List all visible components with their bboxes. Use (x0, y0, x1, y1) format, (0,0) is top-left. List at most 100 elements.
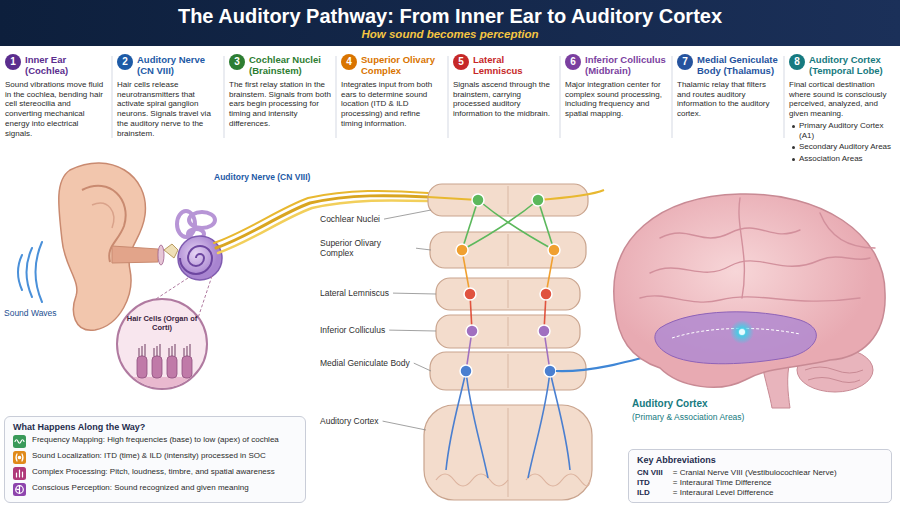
step-panel: 4Superior Olivary ComplexIntegrates inpu… (338, 52, 446, 131)
brain-illustration (650, 257, 870, 273)
brain-illustration (739, 329, 745, 335)
legend-text: Frequency Mapping: High frequencies (bas… (32, 435, 279, 445)
title-band (0, 0, 900, 46)
legend-icon (15, 440, 24, 444)
legend-icon (13, 467, 26, 480)
brain-illustration (614, 194, 885, 387)
box-title: Key Abbreviations (637, 455, 883, 465)
step-title: Lateral Lemniscus (473, 54, 555, 77)
sound-waves (18, 255, 22, 290)
ear-illustration (112, 246, 158, 263)
sound-waves (36, 242, 43, 302)
relay-dot (472, 194, 484, 206)
slice-midline (508, 186, 509, 497)
step-title: Superior Olivary Complex (361, 54, 443, 77)
step-header: 2Auditory Nerve (CN VIII) (117, 54, 219, 77)
hair-cell-inset (169, 348, 170, 356)
legend-box: What Happens Along the Way? Frequency Map… (4, 416, 306, 503)
relay-dot (548, 244, 560, 256)
legend-text: Complex Processing: Pitch, loudness, tim… (32, 467, 275, 477)
legend-icon (16, 486, 24, 494)
region-label: Auditory Cortex (632, 398, 708, 409)
hair-cell-inset (160, 344, 161, 356)
step-description: Final cortical destination where sound i… (789, 80, 893, 119)
pathway-fibers (470, 294, 546, 331)
step-number: 6 (565, 54, 581, 70)
legend-text: Sound Localization: ITD (time) & ILD (in… (32, 451, 266, 461)
brain-illustration (730, 320, 754, 344)
step-number: 2 (117, 54, 133, 70)
structure-label: Inferior Colliculus (320, 325, 385, 335)
step-panel: 6Inferior Colliculus (Midbrain)Major int… (562, 52, 670, 121)
step-number: 1 (5, 54, 21, 70)
step-title: Cochlear Nuclei (Brainstem) (249, 54, 331, 77)
magnifier-line (198, 276, 212, 318)
step-title: Medial Geniculate Body (Thalamus) (697, 54, 779, 77)
subtitle: How sound becomes perception (0, 28, 900, 40)
relay-dot (544, 365, 556, 377)
hair-cell-inset (182, 356, 192, 378)
part-label: Auditory Nerve (CN VIII) (214, 172, 310, 182)
abbreviation-box: Key AbbreviationsCN VIII= Cranial Nerve … (628, 449, 892, 503)
cortex-folds (436, 474, 590, 486)
ear-illustration (164, 244, 178, 258)
ear-illustration (59, 163, 146, 330)
legend-icon (17, 470, 23, 477)
pathway-fibers (446, 371, 570, 478)
legend-icon (13, 435, 26, 448)
leader-line (393, 293, 436, 295)
brain-illustration (660, 228, 800, 238)
cortex-folds (436, 474, 508, 486)
legend-icon (13, 435, 26, 448)
pathway-fibers (528, 371, 550, 478)
column-divider (336, 56, 337, 138)
hair-cell-inset (145, 344, 146, 356)
legend-icon (13, 467, 26, 480)
legend-icon (22, 454, 23, 461)
brain-illustration (614, 194, 885, 408)
relay-dot (456, 244, 468, 256)
step-header: 1Inner Ear (Cochlea) (5, 54, 107, 77)
step-description: The first relay station in the brainstem… (229, 80, 331, 129)
legend-title: What Happens Along the Way? (13, 422, 297, 432)
brain-illustration (640, 198, 875, 302)
pathway-fibers (478, 200, 554, 250)
step-description: Signals ascend through the brainstem, ca… (453, 80, 555, 119)
hair-cell-inset (184, 348, 185, 356)
hair-cell-inset (172, 346, 173, 356)
hair-cell-inset (110, 299, 220, 399)
slice-midline (508, 186, 509, 214)
bullet-dot (792, 146, 795, 149)
pathway-fibers (466, 371, 488, 478)
inset-label: Hair Cells (Organ of Corti) (122, 314, 202, 332)
legend-entry: Conscious Perception: Sound recognized a… (13, 483, 297, 496)
hair-cell-inset (154, 348, 155, 356)
hair-cell-inset (167, 356, 177, 378)
leader-line (383, 210, 436, 430)
leader-line (389, 330, 436, 332)
relay-dot (532, 194, 544, 206)
brainstem-slices (424, 184, 592, 500)
brain-illustration (655, 312, 816, 364)
column-divider (448, 56, 449, 138)
legend-entry: Sound Localization: ITD (time) & ILD (in… (13, 451, 297, 464)
brainstem-slices (428, 184, 588, 216)
hair-cell-inset (137, 356, 147, 378)
hair-cell-inset (187, 346, 188, 356)
step-description: Hair cells release neurotransmitters tha… (117, 80, 219, 139)
legend-icon (13, 483, 26, 496)
bullet-item: Association Areas (789, 154, 893, 164)
legend-icon (16, 454, 23, 461)
pathway-fibers (550, 371, 570, 470)
brainstem-slices (430, 232, 586, 268)
step-header: 5Lateral Lemniscus (453, 54, 555, 77)
column-divider (112, 56, 113, 138)
step-panel: 3Cochlear Nuclei (Brainstem)The first re… (226, 52, 334, 131)
abbreviation: CN VIII (637, 468, 663, 477)
step-description: Thalamic relay that filters and routes a… (677, 80, 779, 119)
slice-midline (508, 408, 509, 497)
brainstem-slices (424, 405, 592, 500)
legend-icon (15, 440, 24, 444)
step-panel: 7Medial Geniculate Body (Thalamus)Thalam… (674, 52, 782, 121)
